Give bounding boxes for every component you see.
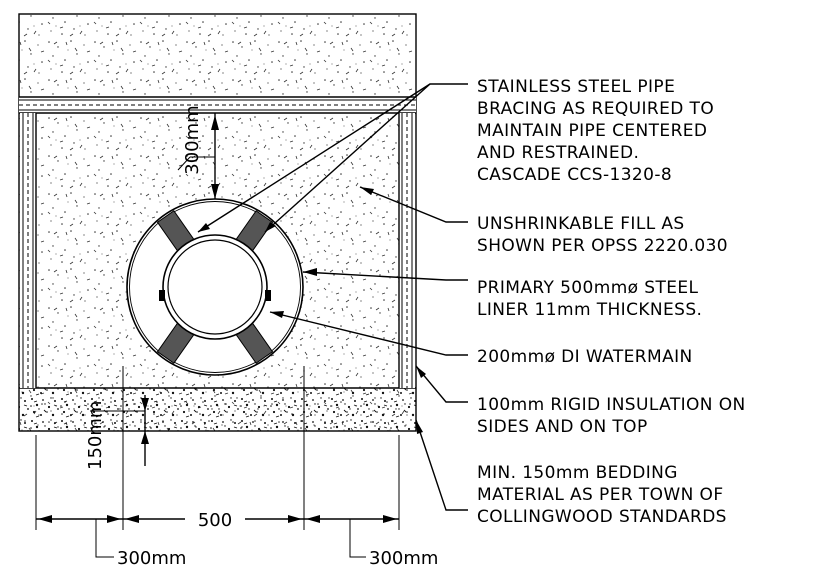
- top-cover-label: 300mm: [182, 105, 203, 174]
- callout-bedding: MIN. 150mm BEDDING MATERIAL AS PER TOWN …: [477, 463, 729, 527]
- callout-fill: UNSHRINKABLE FILL AS SHOWN PER OPSS 2220…: [477, 214, 728, 256]
- insulation-top: [19, 96, 416, 114]
- callout-liner: PRIMARY 500mmø STEEL LINER 11mm THICKNES…: [477, 278, 704, 320]
- top-cover-dimension: 300mm: [177, 105, 219, 199]
- left-clearance-label: 300mm: [117, 548, 186, 569]
- callout-watermain: 200mmø DI WATERMAIN: [477, 347, 693, 367]
- leader-lines: [197, 83, 468, 511]
- callout-bracing: STAINLESS STEEL PIPE BRACING AS REQUIRED…: [477, 77, 720, 185]
- insulation-left: [20, 113, 37, 388]
- liner-width-label: 500: [198, 510, 232, 531]
- bedding-dimension: 150mm: [85, 395, 149, 470]
- bedding-depth-label: 150mm: [85, 401, 106, 470]
- bedding-layer: [19, 388, 416, 431]
- insulation-right: [398, 113, 415, 388]
- trench-outline: [18, 13, 417, 432]
- right-clearance-label: 300mm: [369, 548, 438, 569]
- bracing-spacers: [156, 210, 274, 364]
- width-dimensions: 500 300mm 300mm: [35, 366, 438, 569]
- callout-insulation: 100mm RIGID INSULATION ON SIDES AND ON T…: [477, 395, 751, 437]
- watermain-pipe: [159, 234, 271, 340]
